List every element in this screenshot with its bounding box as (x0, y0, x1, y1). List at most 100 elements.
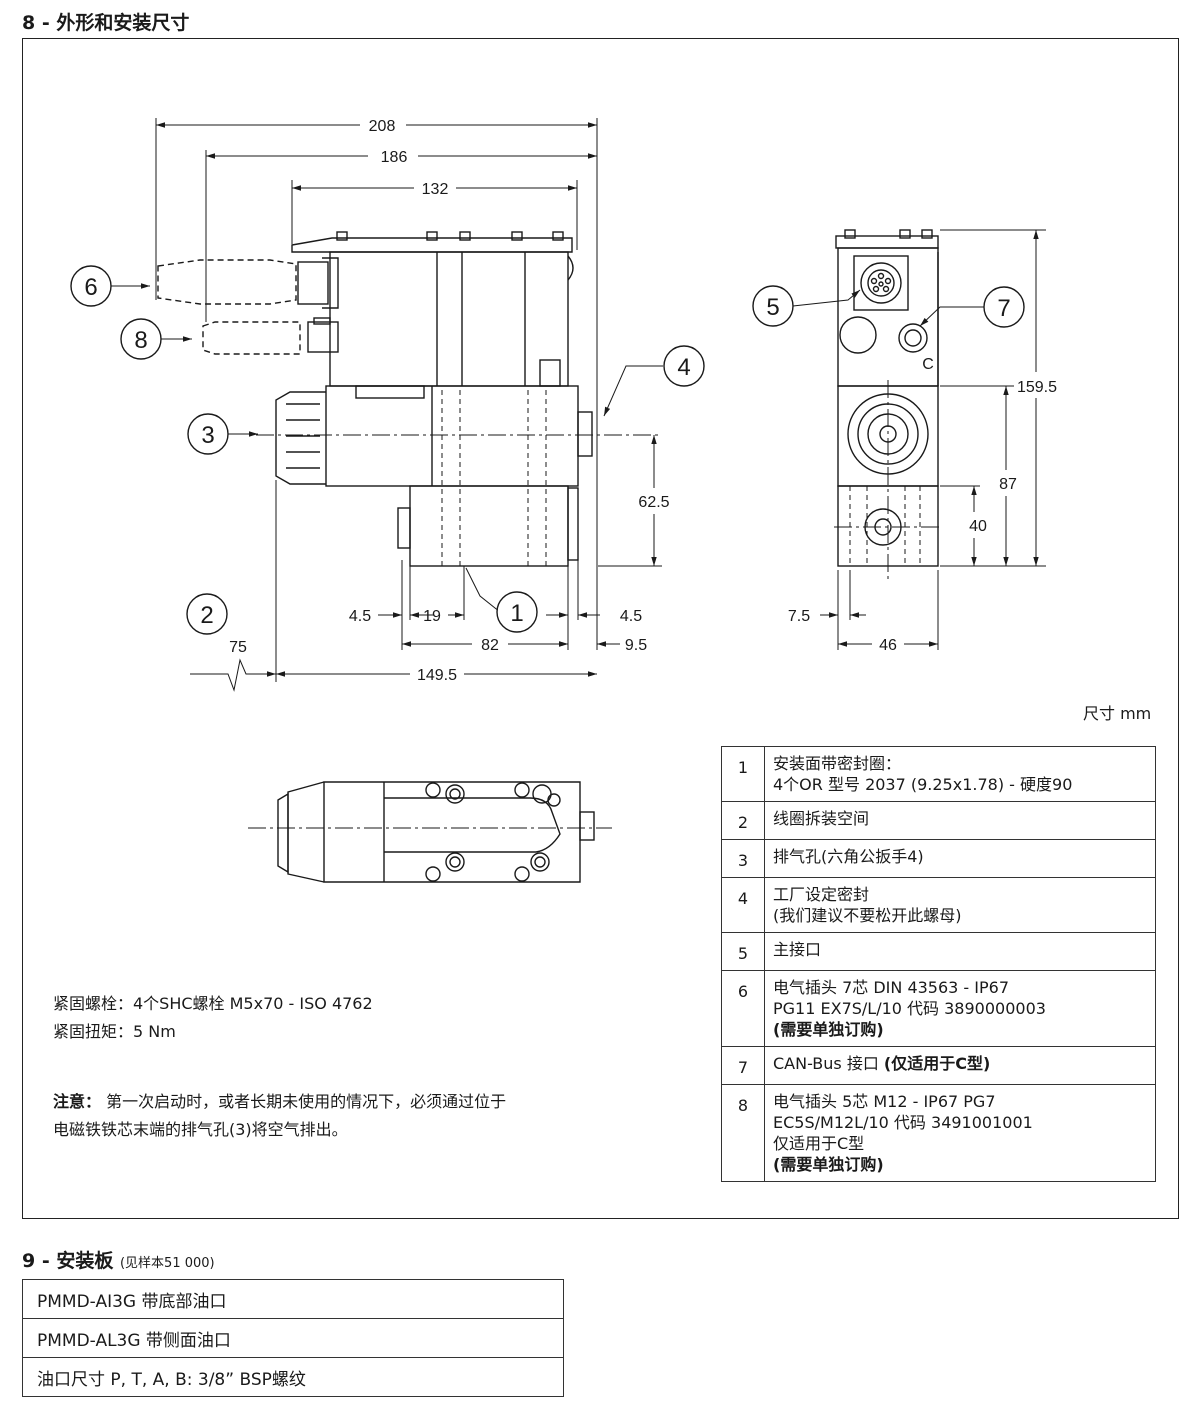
legend-desc: 排气孔(六角公扳手4) (764, 839, 1156, 878)
balloon-8-label: 8 (134, 327, 147, 354)
balloon-7: 7 (983, 286, 1025, 328)
legend-line: 仅适用于C型 (773, 1134, 865, 1153)
balloon-2-label: 2 (200, 602, 213, 629)
dim-87: 87 (999, 476, 1017, 493)
legend-row: 1 安装面带密封圈： 4个OR 型号 2037 (9.25x1.78) - 硬度… (721, 746, 1156, 802)
legend-line: 排气孔(六角公扳手4) (773, 847, 924, 866)
legend-table: 1 安装面带密封圈： 4个OR 型号 2037 (9.25x1.78) - 硬度… (721, 746, 1156, 1182)
legend-num: 6 (721, 970, 765, 1047)
balloon-6-label: 6 (84, 274, 97, 301)
balloon-4-label: 4 (677, 354, 690, 381)
front-dimensions (155, 118, 662, 692)
port-c-label: C (922, 356, 934, 373)
dim-46: 46 (879, 637, 897, 654)
note-line-2: 电磁铁铁芯末端的排气孔(3)将空气排出。 (53, 1120, 348, 1139)
legend-line-bold: (仅适用于C型) (883, 1054, 991, 1073)
balloon-4: 4 (663, 345, 705, 387)
drawing-frame (22, 38, 1179, 1219)
legend-desc: 线圈拆装空间 (764, 801, 1156, 840)
plate-cell: PMMD-AI3G 带底部油口 (22, 1279, 564, 1319)
legend-num: 3 (721, 839, 765, 878)
legend-line: 安装面带密封圈： (773, 754, 902, 773)
legend-line: 主接口 (773, 940, 822, 959)
legend-line: (需要单独订购) (773, 1155, 884, 1174)
dim-19: 19 (423, 608, 441, 625)
legend-line: EC5S/M12L/10 代码 3491001001 (773, 1113, 1033, 1132)
dimension-labels: 208 186 132 62.5 4.5 19 4.5 82 9.5 75 14… (229, 118, 1057, 684)
side-dimensions (792, 229, 1046, 650)
legend-line: (我们建议不要松开此螺母) (773, 906, 962, 925)
balloon-leaders (111, 283, 663, 437)
legend-num: 8 (721, 1084, 765, 1182)
legend-num: 7 (721, 1046, 765, 1085)
section-8-title: 8 - 外形和安装尺寸 (22, 8, 189, 35)
legend-row: 7 CAN-Bus 接口 (仅适用于C型) (721, 1046, 1156, 1085)
legend-row: 3 排气孔(六角公扳手4) (721, 839, 1156, 878)
dimension-drawing: 1 2 3 4 5 6 7 8 208 186 132 62.5 4.5 19 … (70, 118, 1057, 883)
legend-row: 2 线圈拆装空间 (721, 801, 1156, 840)
dim-208: 208 (369, 118, 396, 135)
fastener-notes: 紧固螺栓：4个SHC螺栓 M5x70 - ISO 4762 紧固扭矩：5 Nm (53, 990, 373, 1046)
plate-row: PMMD-AI3G 带底部油口 (22, 1279, 564, 1319)
legend-desc: 安装面带密封圈： 4个OR 型号 2037 (9.25x1.78) - 硬度90 (764, 746, 1156, 802)
legend-num: 5 (721, 932, 765, 971)
legend-desc: 工厂设定密封 (我们建议不要松开此螺母) (764, 877, 1156, 933)
section-title-text: 安装板 (56, 1250, 114, 1272)
dim-132: 132 (422, 181, 449, 198)
balloon-5: 5 (752, 285, 794, 327)
balloon-3-label: 3 (201, 422, 214, 449)
legend-desc: CAN-Bus 接口 (仅适用于C型) (764, 1046, 1156, 1085)
legend-line: (需要单独订购) (773, 1020, 884, 1039)
balloon-3: 3 (187, 413, 229, 455)
legend-line: 4个OR 型号 2037 (9.25x1.78) - 硬度90 (773, 775, 1073, 794)
unit-note: 尺寸 mm (1083, 704, 1152, 723)
dim-82: 82 (481, 637, 499, 654)
legend-num: 4 (721, 877, 765, 933)
dim-4-5-right: 4.5 (620, 608, 642, 625)
plate-row: PMMD-AL3G 带侧面油口 (22, 1318, 564, 1358)
legend-row: 4 工厂设定密封 (我们建议不要松开此螺母) (721, 877, 1156, 933)
dim-75: 75 (229, 639, 247, 656)
dim-149-5: 149.5 (417, 667, 457, 684)
balloon-2: 2 (186, 593, 228, 635)
legend-line: 电气插头 5芯 M12 - IP67 PG7 (773, 1092, 996, 1111)
section-9-title: 9 - 安装板 (见样本51 000) (22, 1246, 215, 1273)
plate-cell: PMMD-AL3G 带侧面油口 (22, 1318, 564, 1358)
balloon-7-label: 7 (997, 295, 1010, 322)
legend-num: 2 (721, 801, 765, 840)
balloons: 1 2 3 4 5 6 7 8 (70, 265, 1025, 635)
legend-desc: 主接口 (764, 932, 1156, 971)
dim-186: 186 (381, 149, 408, 166)
note-line-1: 第一次启动时，或者长期未使用的情况下，必须通过位于 (101, 1092, 507, 1111)
section-number: 8 - (22, 12, 57, 34)
dim-159-5: 159.5 (1017, 379, 1057, 396)
dim-7-5: 7.5 (788, 608, 810, 625)
balloon-1-label: 1 (510, 600, 523, 627)
mounting-plate-table: PMMD-AI3G 带底部油口 PMMD-AL3G 带侧面油口 油口尺寸 P, … (22, 1279, 564, 1397)
plate-row: 油口尺寸 P, T, A, B: 3/8” BSP螺纹 (22, 1357, 564, 1397)
section-title-text: 外形和安装尺寸 (56, 12, 190, 34)
section-number: 9 - (22, 1250, 57, 1272)
balloon-1: 1 (496, 591, 538, 633)
legend-row: 5 主接口 (721, 932, 1156, 971)
balloon-6: 6 (70, 265, 112, 307)
bleed-note: 注意： 第一次启动时，或者长期未使用的情况下，必须通过位于 电磁铁铁芯末端的排气… (53, 1088, 506, 1144)
dim-62-5: 62.5 (638, 494, 669, 511)
balloon-5-label: 5 (766, 294, 779, 321)
top-view (248, 781, 612, 883)
legend-line: 工厂设定密封 (773, 885, 870, 904)
dim-4-5-left: 4.5 (349, 608, 371, 625)
dim-40: 40 (969, 518, 987, 535)
dim-9-5: 9.5 (625, 637, 647, 654)
note-label: 注意： (53, 1092, 102, 1111)
fastening-bolts-text: 紧固螺栓：4个SHC螺栓 M5x70 - ISO 4762 (53, 994, 373, 1013)
front-view (157, 231, 662, 567)
legend-line: CAN-Bus 接口 (773, 1054, 884, 1073)
legend-num: 1 (721, 746, 765, 802)
balloon-8: 8 (120, 318, 162, 360)
legend-line: 线圈拆装空间 (773, 809, 870, 828)
